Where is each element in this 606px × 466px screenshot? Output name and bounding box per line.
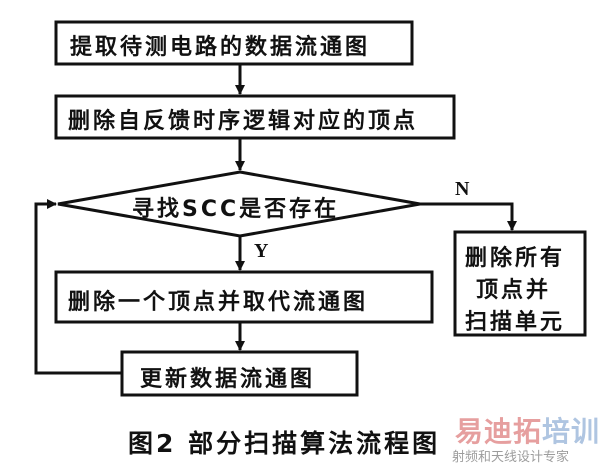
box-step-yes [54, 270, 434, 324]
step1-text: 提取待测电路的数据流通图 [70, 35, 371, 60]
figure-caption: 图2 部分扫描算法流程图 [128, 429, 441, 458]
watermark-tagline: 射频和天线设计专家 [452, 450, 570, 465]
yes-label: Y [254, 240, 269, 262]
box-step1 [54, 20, 414, 66]
decision-text: 寻找SCC是否存在 [132, 197, 340, 222]
box-step-no [453, 230, 587, 337]
step-update-text: 更新数据流通图 [140, 367, 316, 392]
step-no-line1: 删除所有 [465, 246, 566, 271]
watermark-brand-blue: 培训 [542, 415, 601, 448]
no-label: N [455, 178, 470, 200]
watermark-brand-red: 易迪拓 [455, 415, 543, 448]
step-no-line3: 扫描单元 [465, 310, 566, 335]
step-yes-text: 删除一个顶点并取代流通图 [68, 290, 369, 315]
watermark-logo: 易迪拓培训 [455, 410, 600, 450]
step-no-line2: 顶点并 [476, 278, 552, 303]
box-step2 [54, 94, 456, 140]
step2-text: 删除自反馈时序逻辑对应的顶点 [68, 109, 419, 134]
